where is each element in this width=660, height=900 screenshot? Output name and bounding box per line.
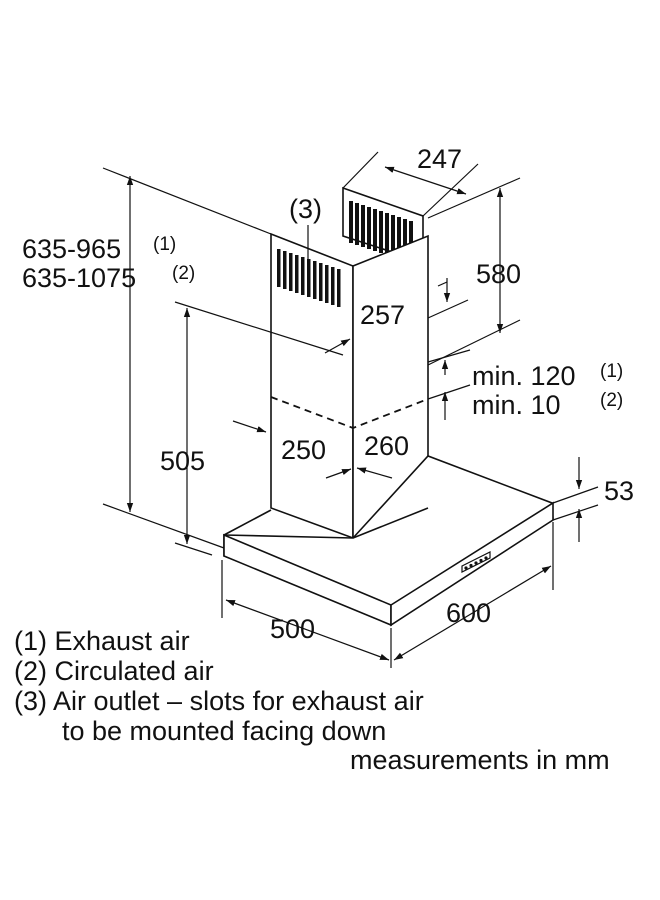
hood-width-dimension	[393, 565, 552, 661]
duct-left-arrow	[232, 420, 267, 433]
chimney-overlap-line	[270, 396, 429, 429]
label-min-gap-1-note: (1)	[600, 361, 623, 382]
dimension-labels: 635-965 (1) 635-1075 (2) (3) 247 580 257…	[22, 144, 634, 644]
label-outlet-marker: (3)	[289, 194, 322, 224]
label-canopy-thickness: 53	[604, 476, 634, 506]
label-min-gap-1: min. 120	[472, 361, 576, 391]
label-total-height-2-note: (2)	[172, 263, 195, 284]
label-total-height-1: 635-965	[22, 234, 121, 264]
duct-right-arrow	[325, 468, 352, 479]
dimension-lines	[102, 151, 599, 668]
label-total-height-1-note: (1)	[153, 234, 176, 255]
chimney-width-dimension	[324, 338, 351, 354]
label-total-height-2: 635-1075	[22, 263, 136, 293]
label-min-gap-2: min. 10	[472, 390, 561, 420]
legend-item-outlet-cont: to be mounted facing down	[62, 716, 386, 746]
label-hood-depth: 500	[270, 614, 315, 644]
chimney-depth-dimension	[384, 166, 467, 195]
label-chimney-depth: 247	[417, 144, 462, 174]
label-chimney-width: 257	[360, 300, 405, 330]
label-chimney-height: 580	[476, 259, 521, 289]
label-duct-right: 260	[364, 431, 409, 461]
label-canopy-height: 505	[160, 446, 205, 476]
legend-item-circulated: (2) Circulated air	[14, 656, 214, 686]
label-duct-left: 250	[281, 435, 326, 465]
legend-item-exhaust: (1) Exhaust air	[14, 626, 190, 656]
front-vent-slots	[277, 249, 341, 307]
legend: (1) Exhaust air (2) Circulated air (3) A…	[14, 626, 610, 775]
hood-depth-dimension	[225, 599, 390, 661]
legend-item-outlet: (3) Air outlet – slots for exhaust air	[14, 686, 424, 716]
units-note: measurements in mm	[350, 745, 610, 775]
label-min-gap-2-note: (2)	[600, 390, 623, 411]
label-hood-width: 600	[446, 598, 491, 628]
